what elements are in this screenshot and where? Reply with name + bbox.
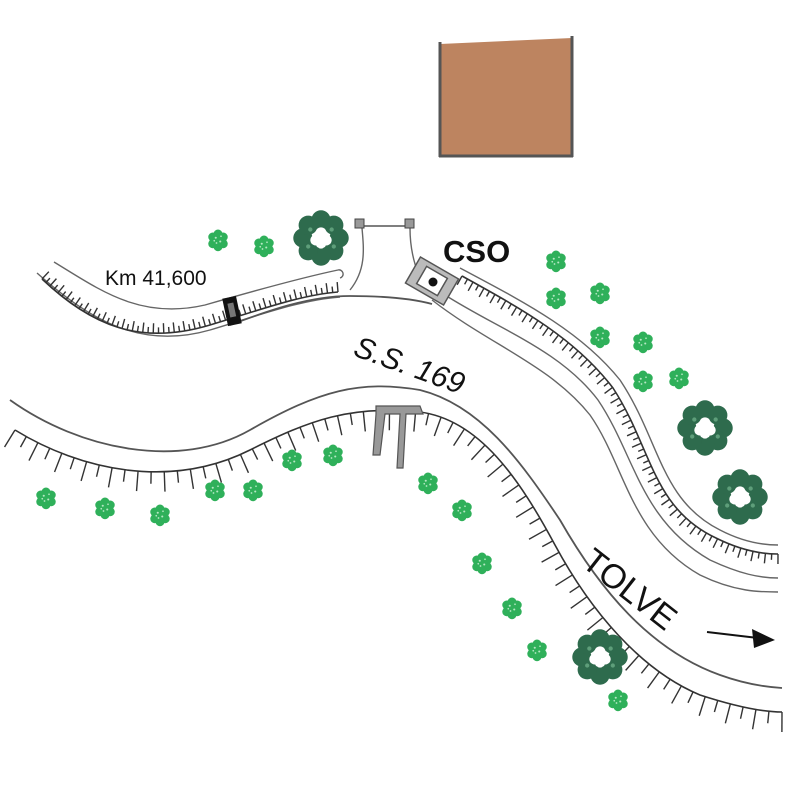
shrub-icon (546, 287, 566, 310)
bush-icon (712, 469, 768, 525)
shrub-icon (633, 331, 653, 354)
shrub-icon (669, 367, 689, 390)
shrub-icon (546, 250, 566, 273)
bush-icon (293, 210, 349, 266)
bush-icon (572, 629, 628, 685)
shrub-icon (608, 689, 628, 712)
shrub-icon (36, 487, 56, 510)
shrub-icon (150, 504, 170, 527)
shrub-icon (208, 229, 228, 252)
upper-right-sidewalk (431, 267, 779, 593)
road-north-edge (229, 295, 433, 326)
shrub-icon (95, 497, 115, 520)
cso-label: CSO (443, 234, 510, 269)
shrub-icon (205, 479, 225, 502)
shrub-icon (502, 597, 522, 620)
lower-embankment-ticks (14, 409, 783, 713)
shrub-icon (472, 552, 492, 575)
road-upper-edge (9, 385, 783, 689)
gate-posts (372, 405, 424, 469)
shrub-icon (590, 282, 610, 305)
shrub-icon (282, 449, 302, 472)
shrub-icon (452, 499, 472, 522)
tick-upper-right-marks (456, 275, 779, 565)
shrub-icon (323, 444, 343, 467)
shrub-icon (590, 326, 610, 349)
arrow-right-icon (706, 629, 775, 648)
shrub-icon (418, 472, 438, 495)
building (438, 36, 574, 158)
manhole-icon (404, 255, 460, 307)
bush-icon (677, 400, 733, 456)
shrub-icon (254, 235, 274, 258)
direction-label: TOLVE (575, 541, 684, 638)
tick-lower-marks (3, 410, 783, 733)
shrub-icon (527, 639, 547, 662)
km-post (222, 295, 242, 327)
shrub-icon (243, 479, 263, 502)
road-name-label: S.S. 169 (350, 331, 470, 401)
tick-upper-left-marks (41, 271, 339, 334)
km-label: Km 41,600 (105, 267, 207, 290)
shrub-icon (633, 370, 653, 393)
upper-left-sidewalk (36, 261, 344, 337)
